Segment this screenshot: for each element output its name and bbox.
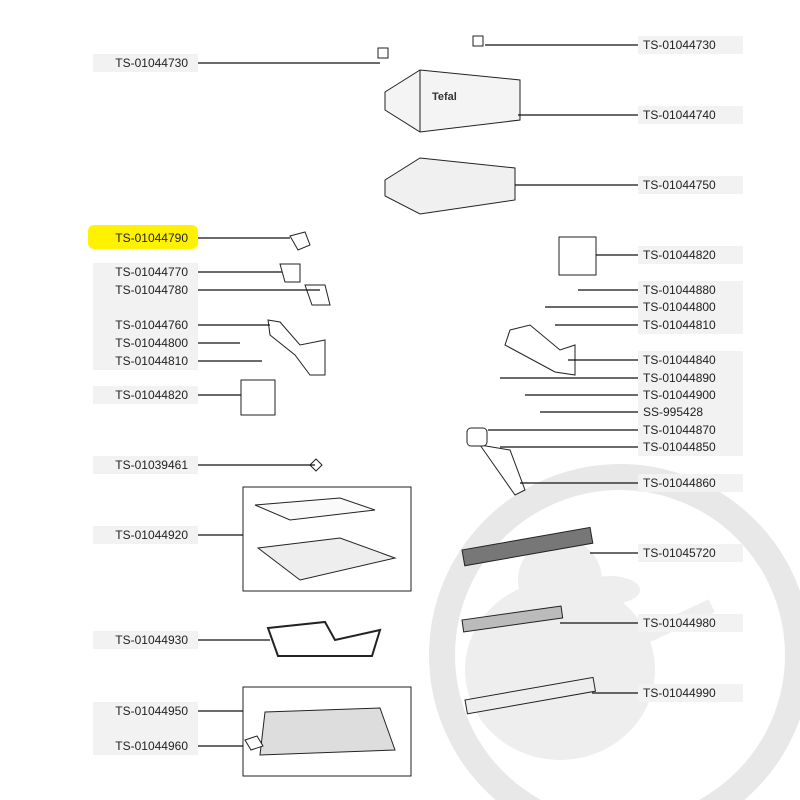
part-label-ts-01044730[interactable]: TS-01044730	[115, 56, 188, 70]
part-label-ts-01045720[interactable]: TS-01045720	[643, 546, 716, 560]
hinge-clip	[289, 231, 311, 251]
label-group	[93, 456, 198, 474]
label-group	[638, 36, 743, 54]
label-group	[93, 386, 198, 404]
part-label-ts-01044800[interactable]: TS-01044800	[115, 336, 188, 350]
part-label-ts-01044920[interactable]: TS-01044920	[115, 528, 188, 542]
part-label-ts-01044880[interactable]: TS-01044880	[643, 283, 716, 297]
label-group	[638, 351, 743, 456]
bracket-770	[279, 263, 301, 283]
part-label-ts-01039461[interactable]: TS-01039461	[115, 458, 188, 472]
knob-870	[466, 427, 488, 447]
part-label-ts-01044840[interactable]: TS-01044840	[643, 353, 716, 367]
grill-box	[242, 686, 412, 777]
part-label-ts-01044770[interactable]: TS-01044770	[115, 265, 188, 279]
brand-logo: Tefal	[432, 91, 457, 103]
part-label-ts-01044930[interactable]: TS-01044930	[115, 633, 188, 647]
highlight-marker	[88, 225, 198, 249]
heating-module	[384, 157, 516, 215]
label-group	[638, 684, 743, 702]
part-label-ts-01044980[interactable]: TS-01044980	[643, 616, 716, 630]
part-label-ts-01044990[interactable]: TS-01044990	[643, 686, 716, 700]
watermark-logo	[429, 464, 800, 800]
top-screw-right	[472, 35, 484, 47]
label-group	[638, 176, 743, 194]
part-label-ts-01044810[interactable]: TS-01044810	[115, 354, 188, 368]
circuit-board	[461, 605, 564, 633]
part-label-ts-01044800[interactable]: TS-01044800	[643, 300, 716, 314]
label-group	[93, 526, 198, 544]
part-label-ts-01044810[interactable]: TS-01044810	[643, 318, 716, 332]
label-group	[638, 474, 743, 492]
label-group	[93, 263, 198, 370]
label-group	[638, 544, 743, 562]
part-label-ss-995428[interactable]: SS-995428	[643, 405, 704, 419]
control-panel	[461, 526, 594, 567]
part-label-ts-01044780[interactable]: TS-01044780	[115, 283, 188, 297]
arm-760	[267, 319, 326, 376]
label-group	[638, 246, 743, 264]
base-990	[464, 676, 597, 715]
part-label-ts-01044760[interactable]: TS-01044760	[115, 318, 188, 332]
clip-1039461	[309, 458, 323, 472]
part-label-ts-01044960[interactable]: TS-01044960	[115, 739, 188, 753]
part-label-ts-01044870[interactable]: TS-01044870	[643, 423, 716, 437]
part-label-ts-01044890[interactable]: TS-01044890	[643, 371, 716, 385]
spring-plate-left	[240, 379, 276, 416]
label-group	[93, 702, 198, 755]
spring-plate-right	[558, 236, 597, 276]
label-group	[93, 54, 198, 72]
label-group	[638, 106, 743, 124]
part-label-ts-01044820[interactable]: TS-01044820	[115, 388, 188, 402]
part-label-ts-01044860[interactable]: TS-01044860	[643, 476, 716, 490]
plate-box	[242, 486, 412, 592]
arm-840	[504, 324, 576, 376]
label-group	[638, 281, 743, 334]
label-group	[93, 631, 198, 649]
label-group	[638, 614, 743, 632]
part-label-ts-01044820[interactable]: TS-01044820	[643, 248, 716, 262]
part-label-ts-01044950[interactable]: TS-01044950	[115, 704, 188, 718]
part-label-ts-01044730[interactable]: TS-01044730	[643, 38, 716, 52]
part-label-ts-01044900[interactable]: TS-01044900	[643, 388, 716, 402]
part-label-ts-01044750[interactable]: TS-01044750	[643, 178, 716, 192]
bracket-780	[304, 284, 331, 306]
part-label-ts-01044850[interactable]: TS-01044850	[643, 440, 716, 454]
top-screw-left	[377, 47, 389, 59]
bracket-850	[478, 444, 526, 496]
heating-element	[266, 620, 382, 657]
part-label-ts-01044740[interactable]: TS-01044740	[643, 108, 716, 122]
part-label-ts-01044790[interactable]: TS-01044790	[115, 231, 188, 245]
